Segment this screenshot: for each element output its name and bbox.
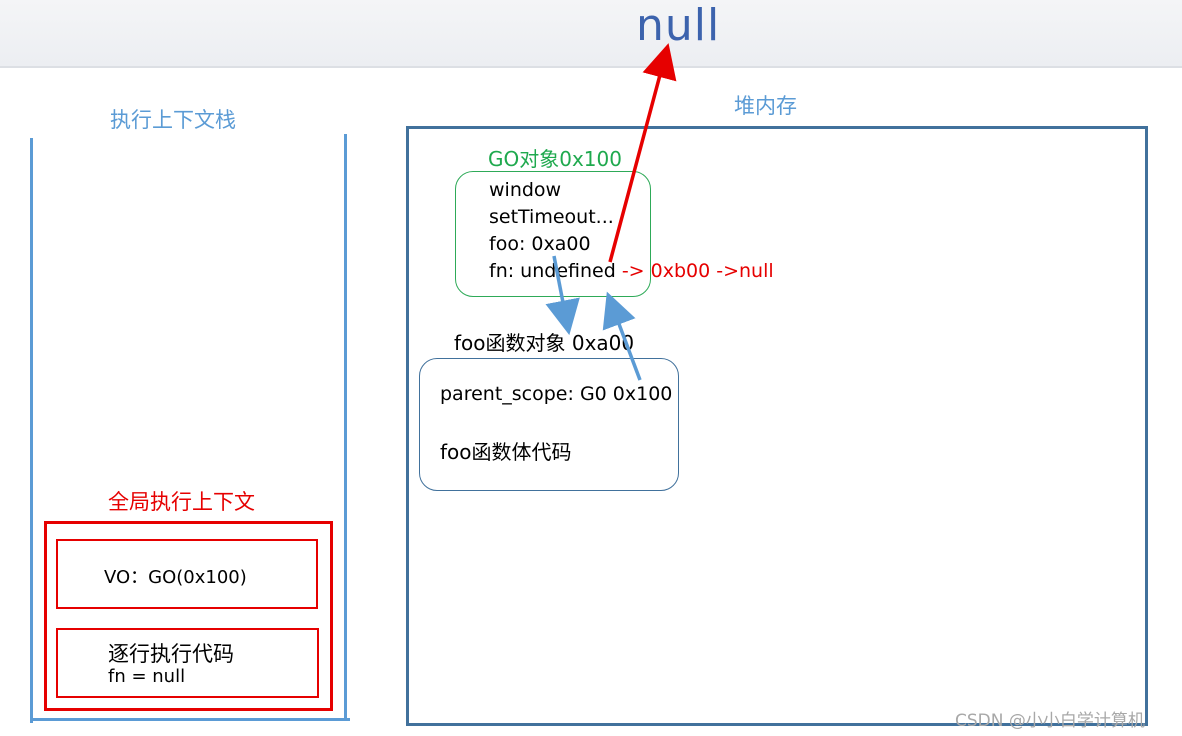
- stack-bottom-wall: [30, 718, 350, 721]
- foo-body-code: foo函数体代码: [440, 440, 572, 464]
- global-context-box: [44, 521, 333, 711]
- global-context-title: 全局执行上下文: [108, 490, 255, 514]
- fn-to-null-arrow: [608, 43, 677, 263]
- heap-title: 堆内存: [734, 94, 797, 118]
- foo-object-box: [419, 358, 679, 491]
- go-line-settimeout: setTimeout...: [489, 206, 614, 228]
- go-object-title: GO对象0x100: [488, 147, 622, 171]
- stack-right-wall: [344, 134, 347, 720]
- foo-parent-scope: parent_scope: G0 0x100: [440, 383, 673, 405]
- go-fn-value: fn: undefined: [489, 260, 616, 282]
- stack-title: 执行上下文栈: [110, 108, 236, 132]
- heap-container: [406, 126, 1148, 726]
- exec-code-line: fn = null: [108, 666, 186, 687]
- parent-scope-to-go-arrow: [602, 291, 642, 381]
- go-object-box: [455, 171, 651, 297]
- exec-code-box: [56, 628, 319, 698]
- foo-to-function-arrow: [545, 255, 580, 336]
- go-line-foo: foo: 0xa00: [489, 233, 591, 255]
- stack-left-wall: [30, 138, 33, 723]
- vo-label: VO：GO(0x100): [104, 567, 247, 588]
- vo-box: [56, 539, 318, 609]
- top-banner: [0, 0, 1182, 68]
- null-label: null: [636, 0, 721, 51]
- exec-code-title: 逐行执行代码: [108, 642, 234, 666]
- go-fn-update: -> 0xb00 ->null: [621, 260, 774, 282]
- watermark: CSDN @小小白学计算机: [955, 711, 1145, 731]
- foo-object-title: foo函数对象 0xa00: [454, 331, 635, 355]
- go-line-window: window: [489, 179, 562, 201]
- go-line-fn: fn: undefined -> 0xb00 ->null: [489, 260, 774, 282]
